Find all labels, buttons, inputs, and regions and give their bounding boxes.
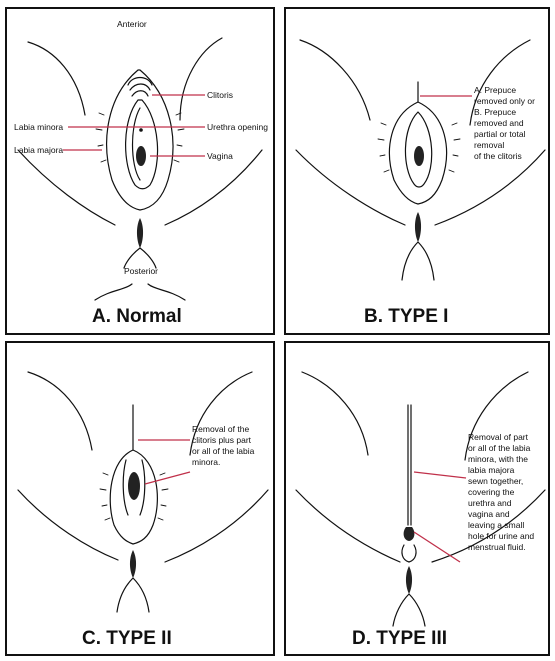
panel-c-frame: [6, 342, 274, 655]
caption-b: B. TYPE I: [364, 306, 448, 327]
label-posterior: Posterior: [124, 266, 158, 276]
label-vagina: Vagina: [207, 151, 233, 161]
vagina-opening: [136, 146, 146, 166]
vagina-opening: [414, 146, 424, 166]
panel-a: Anterior Clitoris Labia minora Urethra o…: [6, 8, 274, 334]
caption-c: C. TYPE II: [82, 628, 172, 649]
panel-b-frame: [285, 8, 549, 334]
panel-b: A. Prepuce removed only or B. Prepuce re…: [285, 8, 549, 334]
panel-d: Removal of part or all of the labia mino…: [285, 342, 549, 655]
label-clitoris: Clitoris: [207, 90, 233, 100]
panel-a-frame: [6, 8, 274, 334]
label-urethra-opening: Urethra opening: [207, 122, 268, 132]
caption-d: D. TYPE III: [352, 628, 447, 649]
panel-c: Removal of the clitoris plus part or all…: [6, 342, 274, 655]
vagina-opening: [128, 472, 140, 500]
label-labia-minora: Labia minora: [14, 122, 63, 132]
label-labia-majora: Labia majora: [14, 145, 63, 155]
urethra-dot: [139, 128, 143, 132]
caption-a: A. Normal: [92, 306, 182, 327]
label-anterior: Anterior: [117, 19, 147, 29]
